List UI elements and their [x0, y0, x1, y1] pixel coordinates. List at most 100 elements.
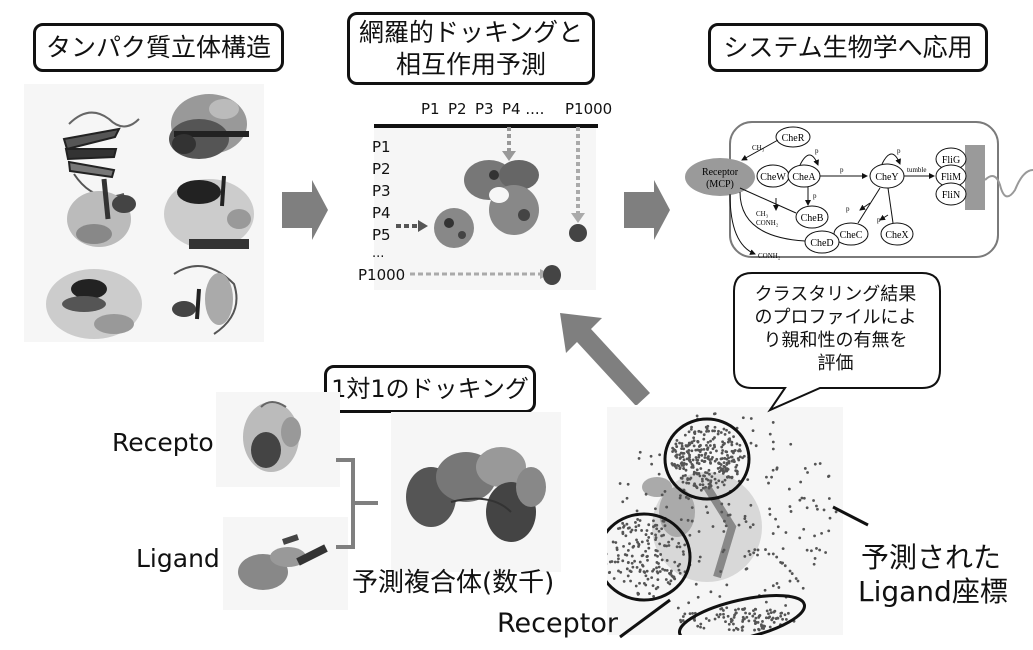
ligand-point	[701, 483, 705, 487]
ligand-point	[697, 455, 701, 459]
dashed-arrow-p1000-row	[410, 269, 550, 279]
ligand-point	[759, 623, 763, 627]
ligand-point	[684, 444, 688, 447]
ligand-point	[692, 472, 696, 476]
title-exhaustive-docking-line2: 相互作用予測	[395, 50, 546, 79]
ligand-point	[614, 541, 618, 544]
ligand-point	[741, 416, 745, 420]
ligand-point	[678, 441, 681, 445]
ligand-point	[783, 564, 787, 568]
ligand-point	[730, 475, 734, 479]
ligand-point	[657, 565, 661, 569]
ligand-point	[764, 548, 767, 551]
ligand-point	[709, 451, 713, 455]
ligand-point	[744, 611, 747, 615]
ligand-point	[697, 472, 701, 475]
ligand-point	[654, 507, 657, 511]
ligand-point	[716, 432, 720, 436]
ligand-point	[683, 433, 687, 437]
ligand-point	[625, 522, 629, 526]
ligand-point	[834, 510, 838, 514]
predicted-complex-panel	[391, 412, 561, 572]
ligand-point	[741, 615, 745, 619]
ligand-point	[697, 429, 701, 433]
ligand-point	[781, 547, 785, 551]
ligand-point	[618, 482, 622, 485]
ligand-point	[679, 456, 683, 459]
flagellum	[984, 169, 1033, 198]
ligand-point	[675, 445, 679, 448]
callout-line-2: のプロファイルによ	[754, 307, 917, 328]
edge-label-p-chey-self: p	[897, 147, 901, 155]
ligand-point	[656, 585, 660, 589]
ligand-point	[658, 542, 662, 546]
ligand-point	[756, 553, 759, 557]
ligand-point	[724, 450, 728, 453]
ligand-point	[711, 456, 714, 459]
ligand-point	[768, 513, 772, 516]
ligand-point	[613, 560, 617, 564]
ligand-point	[687, 449, 691, 452]
ligand-point	[667, 544, 671, 547]
ligand-point	[635, 565, 639, 569]
ligand-point	[749, 441, 753, 445]
ligand-point	[741, 607, 744, 611]
ligand-point	[723, 519, 726, 523]
ligand-point	[633, 559, 637, 563]
ligand-point	[698, 474, 702, 478]
label-predicted-coords-line1: 予測された	[861, 541, 1002, 574]
ligand-point	[709, 590, 713, 594]
ligand-point	[695, 414, 699, 418]
ligand-point	[775, 582, 779, 585]
ligand-point	[720, 502, 724, 506]
ligand-point	[709, 460, 712, 464]
ligand-point	[628, 569, 632, 573]
ligand-point	[678, 453, 681, 457]
ligand-point	[705, 443, 708, 447]
ligand-point	[780, 561, 784, 565]
ligand-point	[719, 463, 723, 466]
ligand-point	[621, 530, 625, 534]
ligand-point	[776, 525, 780, 529]
ligand-point	[680, 476, 684, 480]
edge-label-ch3: CH₃	[752, 144, 765, 152]
ligand-point	[722, 530, 726, 533]
ligand-point	[698, 450, 702, 454]
ligand-point	[717, 461, 721, 465]
ligand-point	[800, 496, 804, 500]
ligand-point	[776, 616, 780, 620]
ligand-point	[779, 611, 783, 615]
protein-5	[46, 269, 142, 339]
ligand-point	[801, 586, 805, 590]
ligand-point	[732, 458, 736, 462]
ligand-point	[673, 462, 676, 466]
ligand-point	[753, 628, 756, 632]
matrix-row-header-p2: P2	[372, 160, 391, 178]
callout-text: クラスタリング結果 のプロファイルによ り親和性の有無を 評価	[733, 283, 938, 375]
ligand-point	[712, 443, 716, 447]
ligand-point	[704, 617, 708, 620]
ligand-point	[743, 517, 747, 520]
ligand-point	[748, 525, 752, 529]
predicted-complex-image	[406, 447, 546, 542]
ligand-point	[745, 615, 749, 619]
ligand-point	[802, 496, 806, 500]
ligand-point	[752, 551, 756, 555]
edge-label-p-cheb: p	[813, 192, 817, 200]
ligand-point	[737, 458, 741, 462]
protein-2	[169, 94, 249, 159]
ligand-point	[702, 626, 706, 630]
ligand-point	[685, 457, 689, 461]
ligand-point	[748, 612, 752, 616]
ligand-point	[727, 431, 731, 434]
ligand-point	[625, 496, 629, 500]
matrix-col-header-p1: P1	[421, 100, 440, 118]
ligand-point	[762, 624, 766, 628]
ligand-point	[771, 440, 775, 444]
ligand-point	[732, 628, 736, 632]
ligand-point	[764, 616, 768, 620]
ligand-point	[783, 613, 787, 617]
ligand-point	[788, 505, 792, 508]
ligand-point	[741, 620, 745, 623]
ligand-point	[629, 579, 632, 583]
